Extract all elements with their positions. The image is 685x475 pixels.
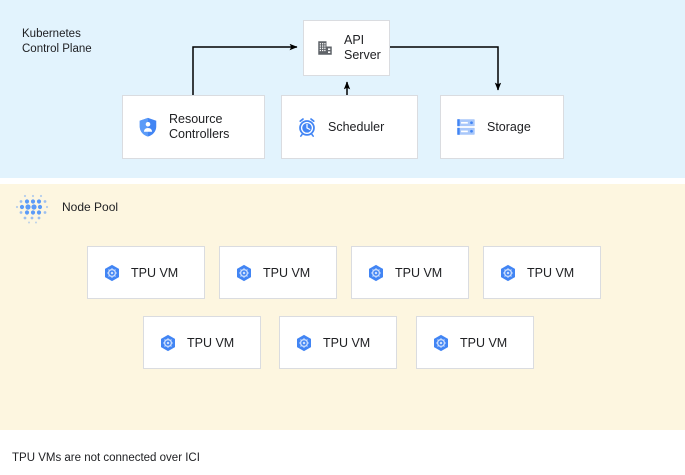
node-scheduler[interactable]: Scheduler bbox=[281, 95, 418, 159]
dot-grid-icon bbox=[15, 194, 49, 224]
node-tpu-vm-label: TPU VM bbox=[395, 265, 443, 280]
tpu-hex-icon bbox=[105, 264, 119, 281]
tpu-hex-icon bbox=[369, 264, 383, 281]
node-tpu-vm-label: TPU VM bbox=[323, 335, 371, 350]
node-api-server-label: API Server bbox=[344, 33, 381, 62]
node-tpu-vm[interactable]: TPU VM bbox=[483, 246, 601, 299]
node-storage-label: Storage bbox=[487, 119, 531, 134]
node-storage[interactable]: Storage bbox=[440, 95, 564, 159]
tpu-hex-icon bbox=[434, 334, 448, 351]
diagram-caption: TPU VMs are not connected over ICI bbox=[12, 452, 200, 464]
node-tpu-vm[interactable]: TPU VM bbox=[143, 316, 261, 369]
node-tpu-vm[interactable]: TPU VM bbox=[279, 316, 397, 369]
tpu-hex-icon bbox=[501, 264, 515, 281]
server-rack-icon bbox=[457, 119, 475, 135]
node-pool-section bbox=[0, 184, 685, 430]
node-resource-controllers-label: Resource Controllers bbox=[169, 112, 230, 141]
node-api-server[interactable]: API Server bbox=[303, 20, 390, 76]
node-tpu-vm-label: TPU VM bbox=[131, 265, 179, 280]
tpu-hex-icon bbox=[237, 264, 251, 281]
tpu-hex-icon bbox=[161, 334, 175, 351]
shield-person-icon bbox=[139, 117, 157, 137]
node-tpu-vm-label: TPU VM bbox=[527, 265, 575, 280]
node-tpu-vm[interactable]: TPU VM bbox=[416, 316, 534, 369]
node-tpu-vm[interactable]: TPU VM bbox=[87, 246, 205, 299]
alarm-clock-icon bbox=[299, 118, 315, 137]
node-tpu-vm-label: TPU VM bbox=[460, 335, 508, 350]
node-tpu-vm[interactable]: TPU VM bbox=[219, 246, 337, 299]
node-pool-title: Node Pool bbox=[62, 200, 119, 214]
node-resource-controllers[interactable]: Resource Controllers bbox=[122, 95, 265, 159]
node-tpu-vm[interactable]: TPU VM bbox=[351, 246, 469, 299]
building-icon bbox=[318, 41, 332, 55]
node-scheduler-label: Scheduler bbox=[328, 119, 385, 134]
control-plane-title: Kubernetes Control Plane bbox=[22, 28, 92, 55]
node-tpu-vm-label: TPU VM bbox=[187, 335, 235, 350]
node-tpu-vm-label: TPU VM bbox=[263, 265, 311, 280]
tpu-hex-icon bbox=[297, 334, 311, 351]
